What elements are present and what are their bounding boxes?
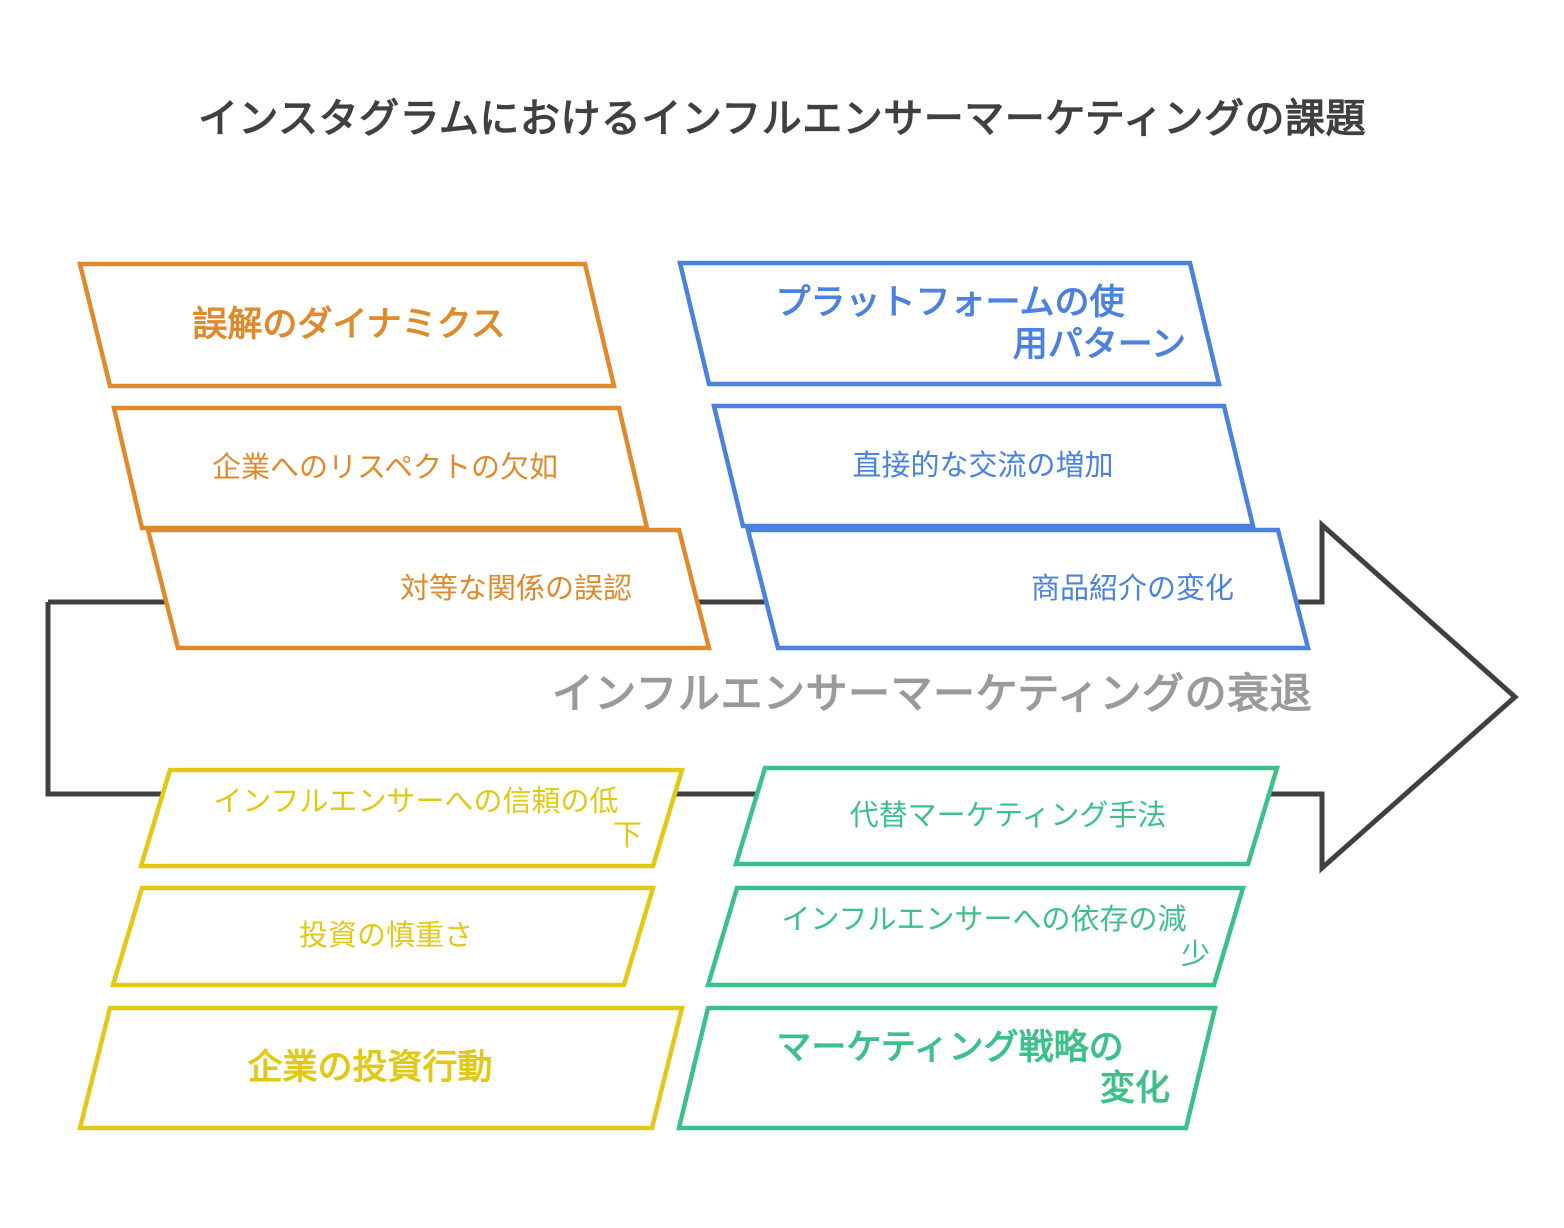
node-shape-corporate-investment-behavior-item-1[interactable] [137, 767, 686, 869]
node-shape-marketing-strategy-change-item-1[interactable] [732, 765, 1281, 867]
node-shape-corporate-investment-behavior-header[interactable] [77, 1005, 685, 1131]
page-title: インスタグラムにおけるインフルエンサーマーケティングの課題 [197, 97, 1367, 141]
node-shape-misunderstanding-dynamics-item-2[interactable] [145, 527, 712, 651]
node-shape-platform-usage-patterns-item-1[interactable] [711, 403, 1256, 529]
node-shape-platform-usage-patterns-header[interactable] [677, 260, 1222, 387]
node-shape-marketing-strategy-change-header[interactable] [676, 1005, 1218, 1131]
center-outcome-label: インフルエンサーマーケティングの衰退 [551, 670, 1313, 717]
node-shape-platform-usage-patterns-item-2[interactable] [745, 527, 1311, 651]
node-shape-misunderstanding-dynamics-item-1[interactable] [111, 405, 650, 531]
node-shape-marketing-strategy-change-item-2[interactable] [704, 885, 1247, 988]
node-shape-misunderstanding-dynamics-header[interactable] [77, 261, 617, 389]
node-shape-corporate-investment-behavior-item-2[interactable] [109, 885, 657, 988]
